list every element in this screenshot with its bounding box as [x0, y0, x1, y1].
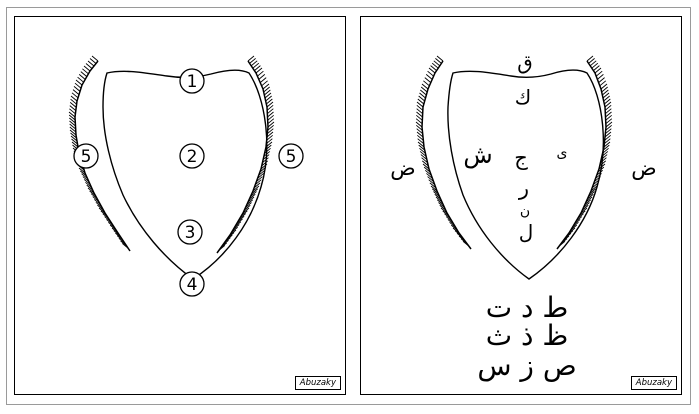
- svg-text:1: 1: [187, 72, 198, 92]
- letter-jim: ج: [514, 146, 528, 171]
- credit-label: Abuzaky: [295, 376, 341, 390]
- marker-2: 2: [180, 144, 204, 168]
- hatch-stroke: [84, 66, 90, 71]
- letter-ra: ر: [518, 176, 529, 200]
- svg-text:5: 5: [286, 147, 297, 167]
- hatch-stroke: [257, 71, 263, 76]
- letter-nun: ن: [520, 203, 530, 219]
- hatch-stroke: [596, 71, 602, 76]
- credit-label: Abuzaky: [631, 376, 677, 390]
- hatch-stroke: [88, 61, 94, 66]
- tongue-outline-letters: ق ك ش ج ى ر ن ل ض ض ط د ت ظ ذ ث ص ز س: [361, 17, 683, 396]
- hatch-stroke: [81, 72, 87, 77]
- hatch-stroke: [79, 74, 85, 79]
- svg-text:5: 5: [81, 147, 92, 167]
- hatch-stroke: [426, 74, 432, 79]
- letter-kaf: ك: [515, 85, 531, 109]
- letter-dad-right: ض: [631, 156, 656, 180]
- hatch-stroke: [92, 56, 98, 61]
- hatch-stroke: [428, 71, 434, 76]
- hatch-stroke: [597, 74, 603, 79]
- hatch-stroke: [423, 81, 429, 86]
- svg-text:3: 3: [185, 223, 196, 243]
- letters-row-2: ظ ذ ث: [486, 319, 569, 352]
- letters-panel: ق ك ش ج ى ر ن ل ض ض ط د ت ظ ذ ث ص ز س Ab…: [360, 16, 682, 395]
- hatch-stroke: [262, 81, 268, 86]
- hatch-stroke: [78, 77, 84, 82]
- marker-3: 3: [178, 220, 202, 244]
- figure-frame: 1 2 3 4 5 5 Abuzaky: [6, 7, 691, 405]
- svg-text:4: 4: [187, 275, 198, 295]
- letter-lam: ل: [519, 220, 534, 244]
- hatch-stroke: [82, 69, 88, 74]
- letter-qaf: ق: [517, 50, 533, 74]
- hatch-stroke: [599, 78, 605, 83]
- marker-1: 1: [180, 69, 204, 93]
- letters-row-3: ص ز س: [477, 349, 576, 382]
- hatch-stroke: [69, 115, 75, 120]
- hatch-stroke: [90, 59, 96, 64]
- tongue-outline-numbered: 1 2 3 4 5 5: [15, 17, 347, 396]
- hatch-stroke: [259, 74, 265, 79]
- hatch-stroke: [425, 78, 431, 83]
- hatch-stroke: [86, 64, 92, 69]
- palate-hatching-right: [217, 61, 268, 253]
- numbered-panel: 1 2 3 4 5 5 Abuzaky: [14, 16, 346, 395]
- marker-5-left: 5: [74, 144, 98, 168]
- svg-text:2: 2: [187, 147, 198, 167]
- hatch-stroke: [600, 81, 606, 86]
- marker-4: 4: [180, 272, 204, 296]
- letter-ya: ى: [557, 145, 568, 161]
- letter-shin: ش: [463, 141, 492, 169]
- hatch-stroke: [260, 78, 266, 83]
- letter-dad-left: ض: [390, 156, 415, 180]
- marker-5-right: 5: [279, 144, 303, 168]
